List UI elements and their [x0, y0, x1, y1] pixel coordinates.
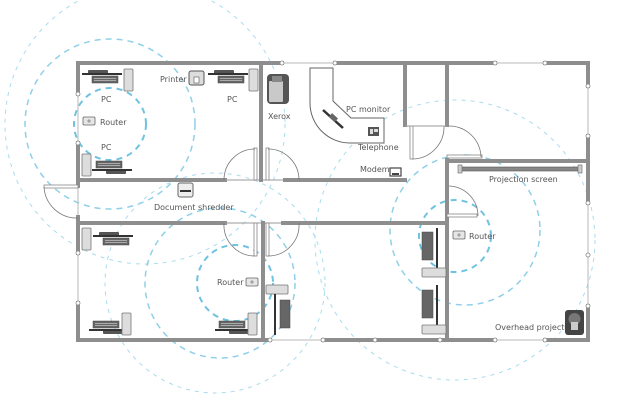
pc-workstation[interactable] [88, 312, 132, 336]
projection-screen-icon[interactable] [457, 164, 583, 174]
door[interactable] [409, 125, 414, 160]
overhead-projector-icon[interactable] [565, 310, 584, 335]
pc-label: PC [101, 143, 112, 152]
corridor: Document shredder [154, 182, 234, 212]
wifi-ring-inner [418, 199, 492, 273]
pc-label: PC [227, 95, 238, 104]
pc-workstation[interactable] [214, 312, 258, 336]
workstation-room [265, 228, 447, 335]
pc-monitor-label: PC monitor [346, 105, 391, 114]
router-icon[interactable] [245, 277, 259, 287]
pc-workstation[interactable] [207, 68, 259, 92]
door[interactable] [253, 147, 258, 181]
pc-workstation[interactable] [81, 153, 133, 177]
telephone-icon[interactable] [368, 127, 379, 136]
modem-label: Modem [360, 165, 390, 174]
pc-workstation[interactable] [265, 284, 291, 335]
wifi-ring-outer [4, 0, 286, 265]
corner-desk [309, 67, 385, 144]
document-shredder-icon[interactable] [177, 182, 194, 198]
office-room-1: PC Router PC Printer PC [81, 68, 259, 177]
projection-screen-label: Projection screen [489, 175, 558, 184]
wifi-ring-middle [144, 207, 296, 359]
router-icon[interactable] [452, 230, 466, 240]
door[interactable] [446, 154, 483, 159]
door[interactable] [265, 222, 270, 257]
door[interactable] [446, 213, 478, 218]
wifi-ring-inner [73, 87, 147, 161]
router-icon[interactable] [82, 116, 96, 126]
pc-monitor-icon[interactable] [322, 109, 344, 129]
office-room-2: Router [81, 227, 259, 336]
door[interactable] [43, 184, 79, 189]
door[interactable] [253, 222, 258, 257]
pc-workstation[interactable] [421, 285, 447, 335]
modem-icon[interactable] [389, 167, 402, 177]
walls [75, 60, 591, 343]
wifi-coverage-office-1 [4, 0, 286, 265]
copy-room: Xerox PC monitor Telephone Modem [267, 67, 402, 177]
router-label: Router [100, 118, 127, 127]
pc-workstation[interactable] [81, 227, 134, 251]
printer-label: Printer [160, 75, 187, 84]
router-label: Router [217, 278, 244, 287]
telephone-label: Telephone [357, 143, 399, 152]
conference-room: Projection screen Router Overhead projec… [452, 164, 584, 335]
pc-workstation[interactable] [421, 228, 447, 278]
door[interactable] [265, 147, 270, 181]
wifi-ring-middle [24, 38, 196, 210]
router-label: Router [469, 232, 496, 241]
doors [43, 125, 483, 257]
document-shredder-label: Document shredder [154, 203, 234, 212]
overhead-projector-label: Overhead projector [495, 323, 573, 332]
xerox-icon[interactable] [267, 74, 289, 104]
xerox-label: Xerox [268, 112, 291, 121]
wifi-ring-outer [314, 99, 596, 381]
pc-label: PC [101, 95, 112, 104]
printer-icon[interactable] [188, 70, 205, 86]
wifi-ring-outer [104, 172, 326, 394]
